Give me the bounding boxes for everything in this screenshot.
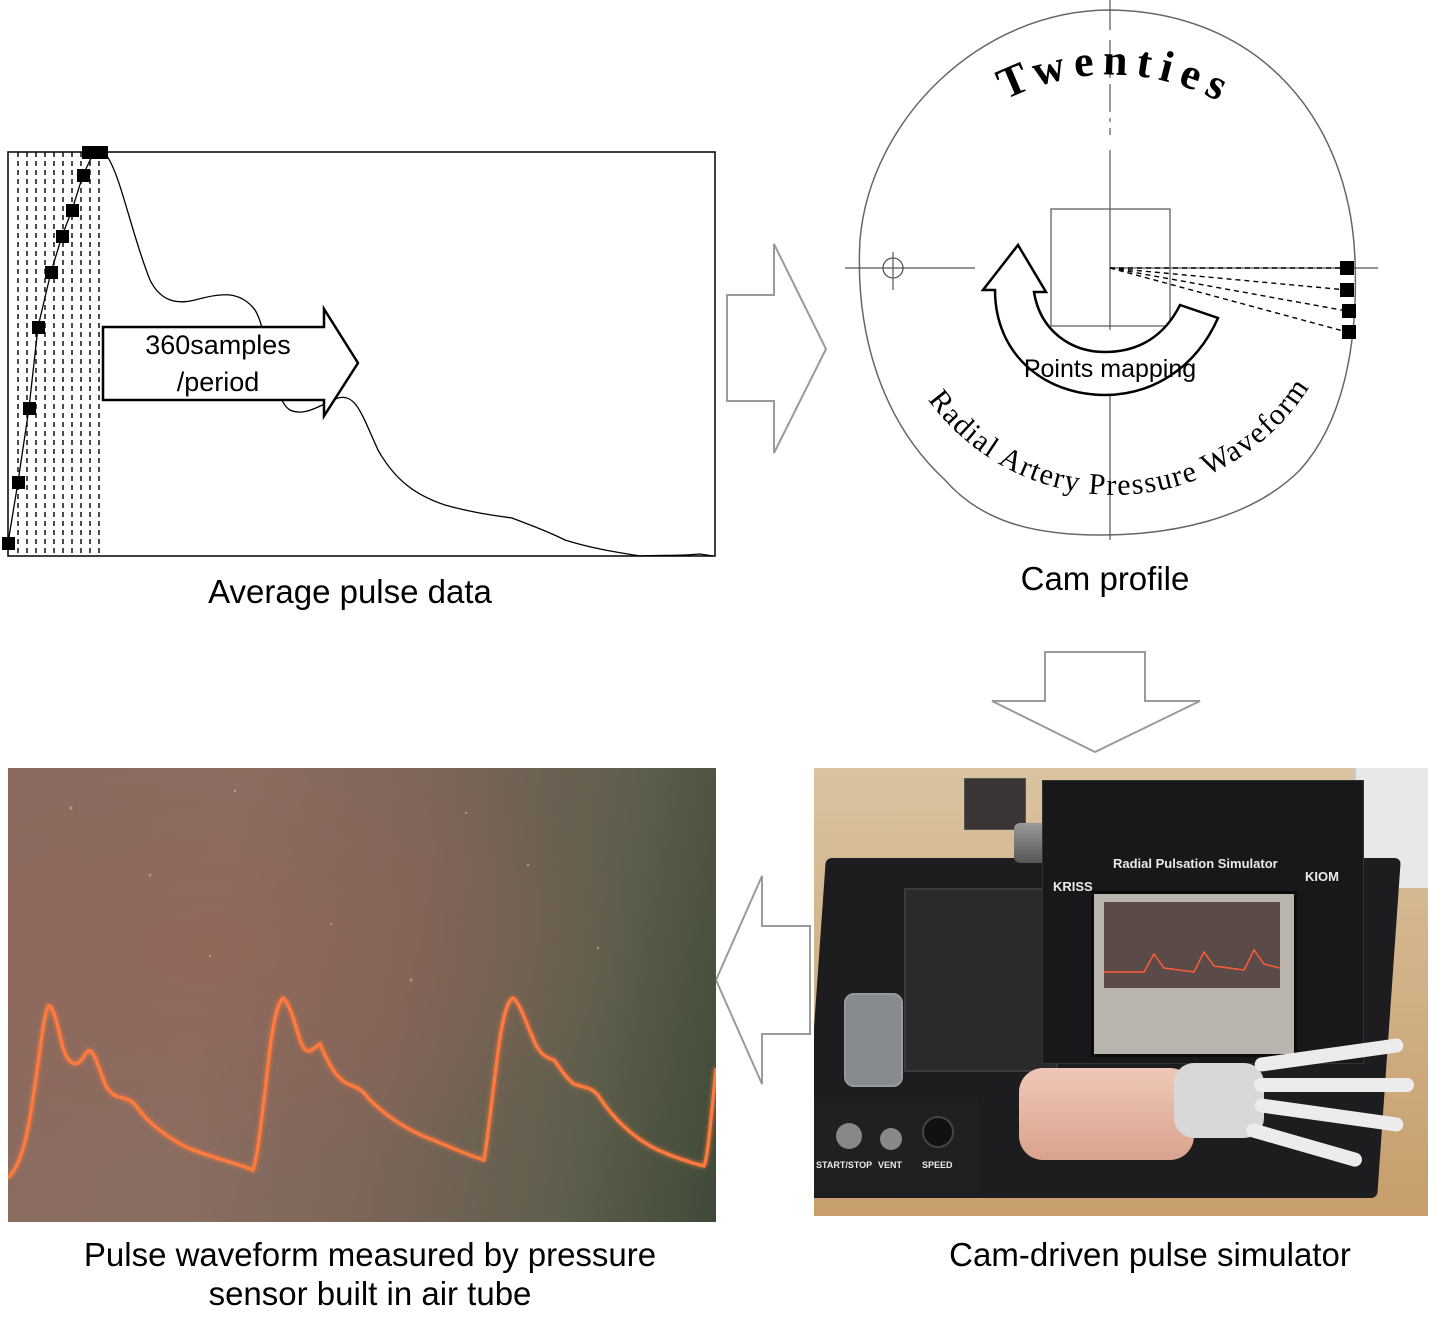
simulator-photo: KRISS Radial Pulsation Simulator KIOM ST… bbox=[814, 768, 1428, 1216]
cam-axes bbox=[845, 0, 1378, 540]
knob-label-start-stop: START/STOP bbox=[816, 1160, 873, 1170]
rotation-arrow bbox=[980, 242, 1220, 397]
knob-label-vent: VENT bbox=[878, 1160, 903, 1170]
follower-box bbox=[1050, 208, 1171, 327]
screen-waveform bbox=[1104, 948, 1280, 973]
chart-frame bbox=[7, 151, 716, 557]
arrow-label-line1: 360samples bbox=[145, 330, 291, 360]
simulator-caption: Cam-driven pulse simulator bbox=[949, 1236, 1351, 1273]
robot-hand bbox=[1174, 1023, 1414, 1183]
mapped-points bbox=[1340, 261, 1356, 339]
average-pulse-curve bbox=[7, 151, 714, 557]
device-brand-left: KRISS bbox=[1053, 879, 1093, 894]
samples-arrow bbox=[101, 304, 360, 421]
screen-specks bbox=[69, 789, 600, 982]
sample-gridlines bbox=[17, 152, 100, 556]
points-mapping-label: Points mapping bbox=[1024, 355, 1196, 383]
control-box: KRISS Radial Pulsation Simulator KIOM bbox=[1042, 780, 1364, 1064]
oscilloscope-trace bbox=[8, 789, 716, 1180]
flow-arrow-left bbox=[714, 875, 811, 1085]
device-title: Radial Pulsation Simulator bbox=[1113, 856, 1278, 871]
sample-markers bbox=[2, 146, 108, 550]
flow-arrow-down bbox=[991, 651, 1201, 754]
cam-profile: Points mapping Twenties Radial Artery Pr… bbox=[845, 0, 1378, 540]
air-chamber bbox=[844, 993, 903, 1087]
flow-arrow-right bbox=[726, 243, 828, 454]
knob-panel: START/STOP VENT SPEED bbox=[814, 1098, 979, 1193]
cam-outline bbox=[858, 9, 1357, 536]
device-brand-right: KIOM bbox=[1305, 869, 1339, 884]
cam-housing bbox=[964, 778, 1026, 830]
device-screen bbox=[1091, 891, 1297, 1057]
knob-start-stop bbox=[836, 1123, 862, 1149]
cam-profile-caption: Cam profile bbox=[1020, 560, 1190, 597]
pulse-caption-line1: Pulse waveform measured by pressure bbox=[83, 1236, 657, 1273]
pulse-caption-line2: sensor built in air tube bbox=[208, 1274, 532, 1312]
pulse-waveform-caption: Pulse waveform measured by pressure sens… bbox=[0, 1236, 740, 1314]
mapping-rays bbox=[1109, 267, 1348, 333]
pulse-trace bbox=[8, 995, 716, 1180]
knob-vent bbox=[880, 1128, 902, 1150]
oscilloscope-photo bbox=[8, 768, 716, 1222]
average-pulse-chart: 360samples /period bbox=[2, 146, 716, 557]
skin-forearm bbox=[1019, 1068, 1194, 1160]
average-pulse-caption: Average pulse data bbox=[208, 573, 492, 610]
knob-label-speed: SPEED bbox=[922, 1160, 953, 1170]
knob-speed bbox=[922, 1116, 954, 1148]
rail-block bbox=[904, 888, 1058, 1072]
arrow-label-line2: /period bbox=[177, 367, 260, 397]
